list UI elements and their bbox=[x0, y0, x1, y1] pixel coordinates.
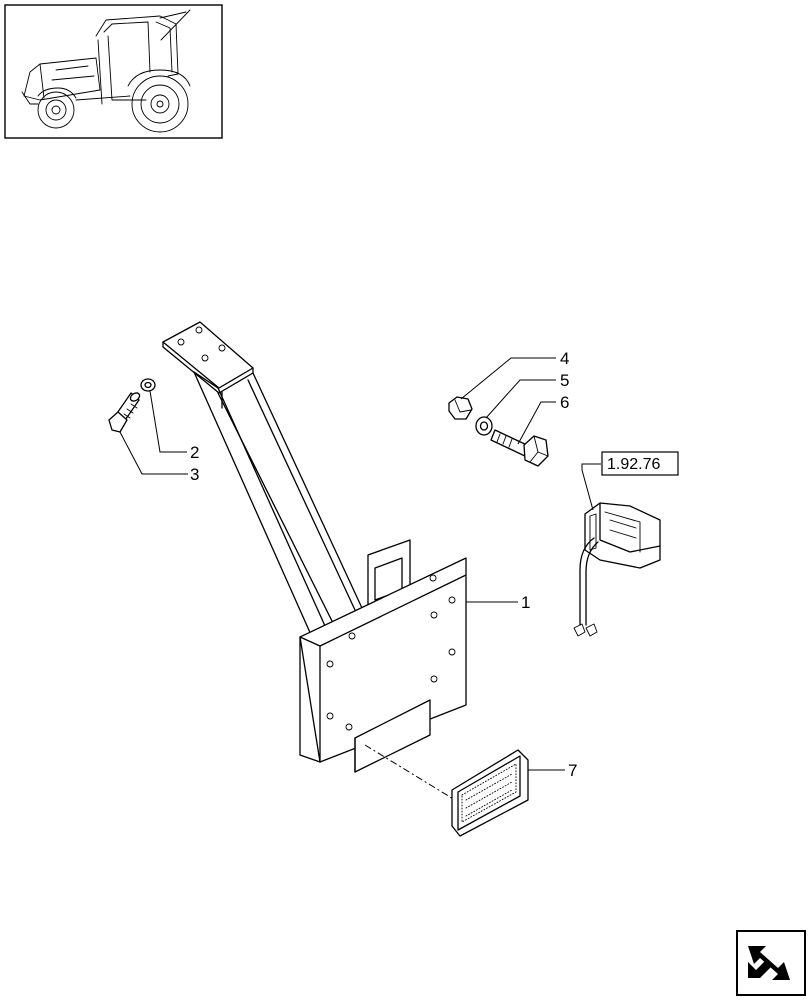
next-page-arrow-icon[interactable] bbox=[736, 930, 806, 996]
washer-part-5 bbox=[475, 416, 493, 436]
bolt-part-3 bbox=[108, 392, 141, 433]
nut-part-4 bbox=[448, 396, 473, 420]
callout-1: 1 bbox=[521, 593, 530, 612]
callout-5: 5 bbox=[560, 371, 569, 390]
bolt-part-6 bbox=[490, 429, 549, 467]
callout-7: 7 bbox=[568, 761, 577, 780]
rear-light-assembly bbox=[573, 502, 661, 637]
tractor-thumbnail-icon bbox=[4, 4, 223, 139]
reflector bbox=[451, 749, 529, 837]
callout-leaders bbox=[119, 9, 601, 771]
reference-label: 1.92.76 bbox=[607, 456, 660, 473]
reference-link-1-92-76[interactable]: 1.92.76 bbox=[601, 451, 679, 476]
callout-6: 6 bbox=[560, 393, 569, 412]
callout-3: 3 bbox=[190, 465, 199, 484]
callout-2: 2 bbox=[190, 443, 199, 462]
washer-part-2 bbox=[140, 378, 156, 392]
callout-4: 4 bbox=[560, 349, 569, 368]
license-plate-bracket bbox=[162, 321, 467, 773]
